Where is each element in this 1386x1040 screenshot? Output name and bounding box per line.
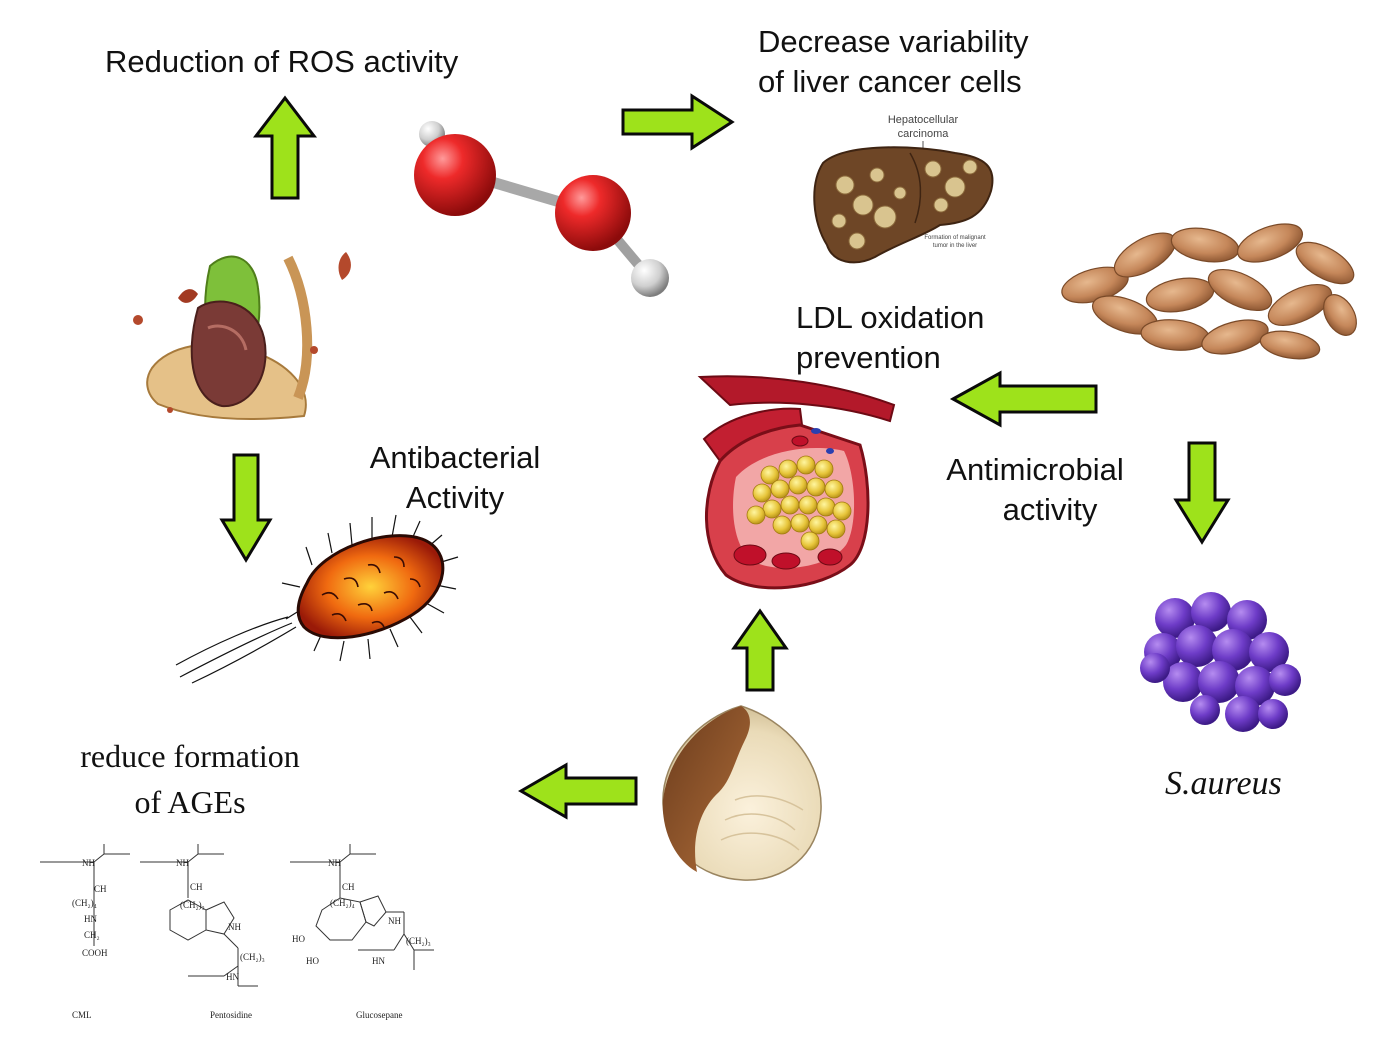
svg-text:NH: NH [82,858,95,868]
svg-text:HN: HN [226,972,239,982]
ages-chemical-structures: NH CH (CH₂)₄ HN CH₂ COOH NH CH (CH₂)₃ NH (CH₂)₃… [40,844,434,1020]
label-antimicrobial-line2: activity [1002,492,1098,527]
arrow-left-ldl [949,370,1098,428]
svg-text:NH: NH [328,858,341,868]
svg-text:(CH₂)₄: (CH₂)₄ [330,898,355,908]
svg-text:CH: CH [94,884,107,894]
svg-text:(CH₂)₃: (CH₂)₃ [180,900,205,910]
arrow-left-ages [518,762,638,820]
svg-text:HN: HN [372,956,385,966]
artery-plaque-illustration [697,375,896,590]
svg-text:CH: CH [342,882,355,892]
svg-text:NH: NH [176,858,189,868]
svg-text:CH₂: CH₂ [84,930,100,940]
oxygen-atom-2 [555,175,631,251]
ages-label-glucosepane: Glucosepane [356,1010,402,1020]
svg-text:carcinoma: carcinoma [898,128,950,140]
svg-text:NH: NH [228,922,241,932]
svg-text:(CH₂)₄: (CH₂)₄ [72,898,97,908]
ages-label-pentosidine: Pentosidine [210,1010,252,1020]
label-ages-line1: reduce formation [80,738,300,774]
label-antimicrobial-line1: Antimicrobial [946,452,1124,487]
oxygen-atom-1 [414,134,496,216]
svg-text:COOH: COOH [82,948,108,958]
arrow-right-liver [621,93,735,151]
svg-text:HO: HO [292,934,305,944]
almonds-illustration [1061,223,1357,360]
pistachio-illustration [133,252,351,421]
svg-text:(CH₂)₃: (CH₂)₃ [240,952,265,962]
svg-text:tumor in the liver: tumor in the liver [933,243,977,249]
label-ages-line2: of AGEs [134,784,246,820]
svg-text:HN: HN [84,914,97,924]
arrow-up-ros [252,95,318,200]
label-antibacterial-line1: Antibacterial [369,440,541,475]
hazelnut-illustration [662,705,822,881]
arrow-down-bacteria [219,453,273,563]
svg-text:Hepatocellular: Hepatocellular [888,114,959,126]
label-antibacterial-line2: Activity [405,480,505,515]
arrow-up-artery [731,608,789,692]
label-liver-line2: of liver cancer cells [758,64,1022,99]
svg-text:NH: NH [388,916,401,926]
label-ros-reduction: Reduction of ROS activity [105,44,459,79]
ages-label-cml: CML [72,1010,92,1020]
label-liver-line1: Decrease variability [758,24,1029,59]
hydrogen-peroxide-molecule [414,121,669,297]
fat-deposits [746,455,852,551]
liver-carcinoma-figure: Hepatocellular carcinoma Formation of ma… [813,114,994,264]
hydrogen-atom-2 [631,259,669,297]
label-saureus: S.aureus [1165,765,1282,802]
svg-text:Formation of malignant: Formation of malignant [924,235,986,241]
bacterium-illustration [175,514,459,684]
arrow-down-saureus [1173,441,1231,545]
label-ldl-line2: prevention [796,340,941,375]
staphylococcus-aureus-illustration [1140,592,1301,732]
svg-text:HO: HO [306,956,319,966]
svg-text:(CH₂)₃: (CH₂)₃ [406,936,431,946]
svg-text:CH: CH [190,882,203,892]
label-ldl-line1: LDL oxidation [796,300,985,335]
